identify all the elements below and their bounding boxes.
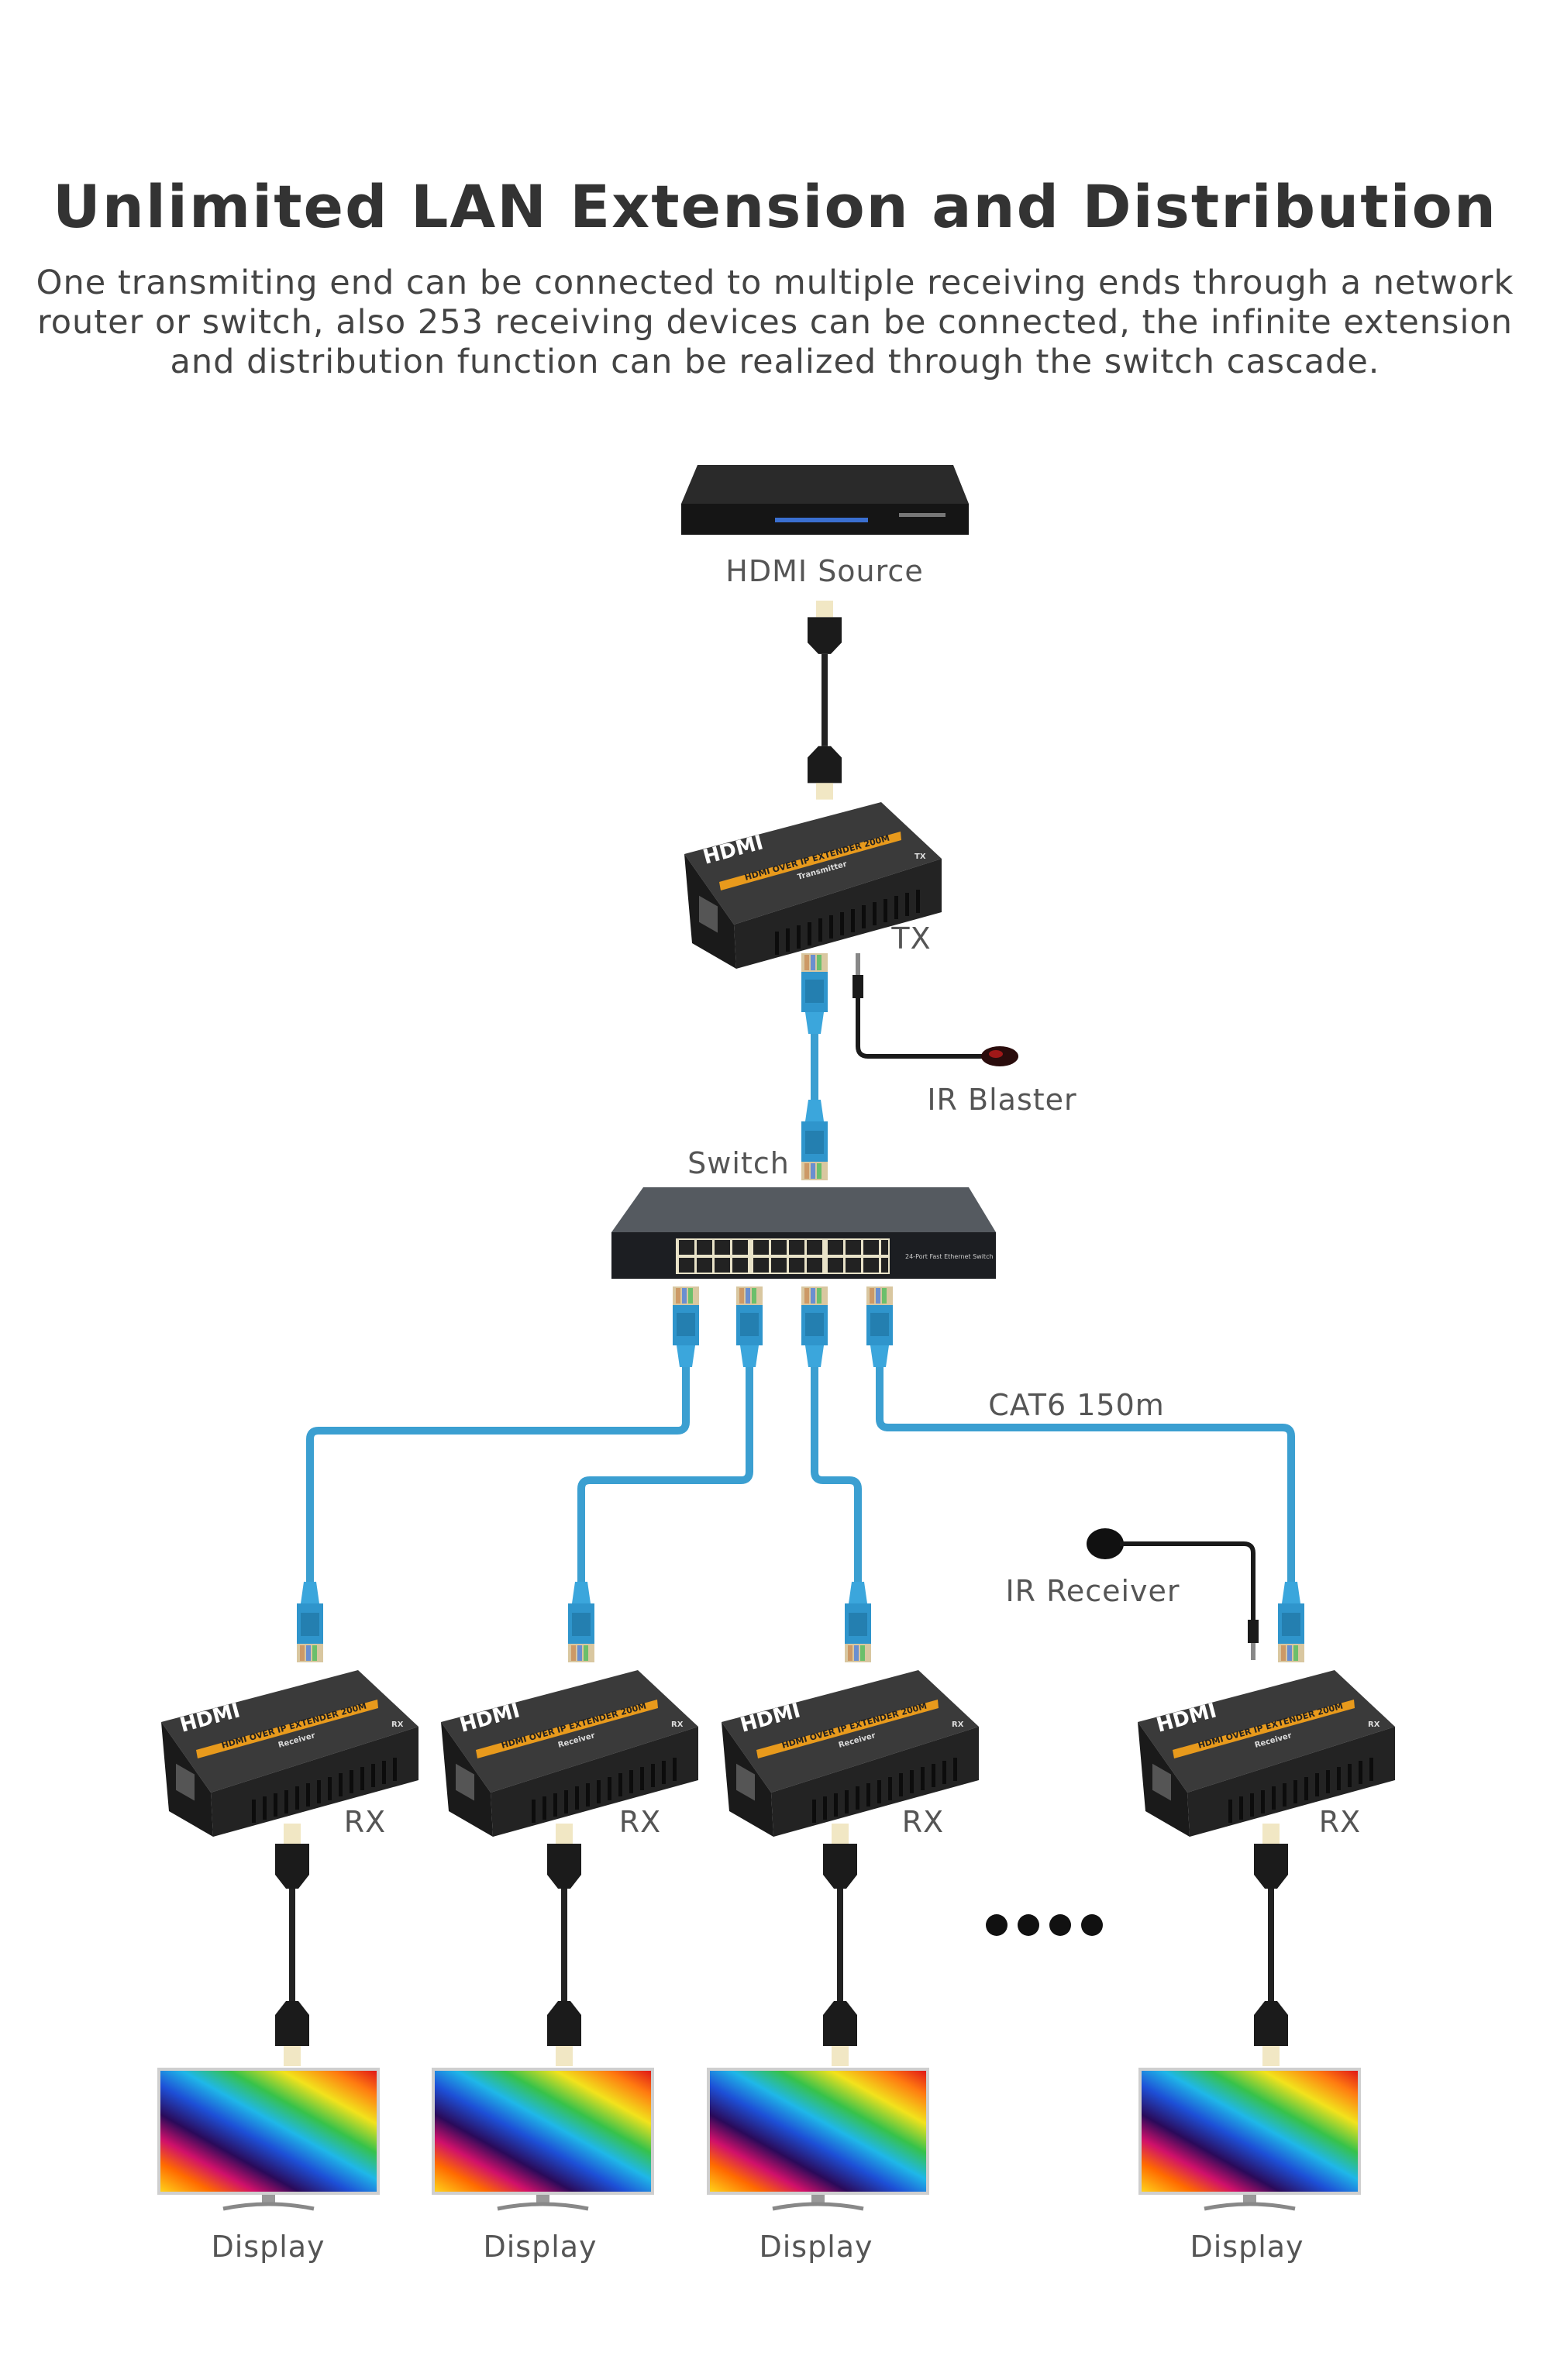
rj45-plug [845, 1582, 871, 1662]
device-mark: RX [671, 1720, 684, 1729]
display-monitor [432, 2068, 654, 2209]
hdmi-cable [823, 1824, 857, 2066]
network-cable [876, 1364, 1295, 1585]
display-monitor [157, 2068, 380, 2209]
description-line: router or switch, also 253 receiving dev… [37, 303, 1513, 342]
network-switch: 24-Port Fast Ethernet Switch [611, 1187, 996, 1279]
switch-label: Switch [687, 1146, 790, 1180]
rj45-plug [866, 1286, 893, 1367]
hdmi-cable [547, 1824, 581, 2066]
rx-label: RX [344, 1805, 386, 1839]
hdmi-source-device [681, 465, 969, 535]
display-label: Display [759, 2230, 873, 2264]
cable-label: CAT6 150m [988, 1388, 1165, 1422]
network-cable [306, 1364, 690, 1585]
tx-transmitter-device: HDMI HDMI OVER IP EXTENDER 200M Transmit… [684, 802, 942, 969]
hdmi-cable [275, 1824, 309, 2066]
ir-blaster-label: IR Blaster [927, 1083, 1076, 1117]
more-devices-ellipsis [986, 1914, 1103, 1936]
hdmi-source-label: HDMI Source [725, 554, 923, 588]
display-monitor [707, 2068, 929, 2209]
rx-label: RX [1319, 1805, 1361, 1839]
rj45-plug [297, 1582, 323, 1662]
device-mark: RX [1368, 1720, 1380, 1729]
hdmi-cable [808, 601, 842, 800]
rj45-plug [736, 1286, 763, 1367]
rx-label: RX [902, 1805, 944, 1839]
network-cable [577, 1364, 753, 1585]
ir-receiver [1087, 1528, 1259, 1660]
display-label: Display [1190, 2230, 1304, 2264]
rj45-plug [1278, 1582, 1304, 1662]
rj45-plug [568, 1582, 594, 1662]
description-line: One transmiting end can be connected to … [36, 263, 1514, 302]
hdmi-cable [1254, 1824, 1288, 2066]
tx-label: TX [890, 921, 931, 956]
rx-label: RX [619, 1805, 661, 1839]
display-monitor [1138, 2068, 1361, 2209]
display-label: Display [483, 2230, 597, 2264]
description-line: and distribution function can be realize… [170, 343, 1380, 381]
rj45-plug [673, 1286, 699, 1367]
ir-blaster [852, 953, 1018, 1066]
device-mark: RX [952, 1720, 964, 1729]
network-cable [811, 1364, 862, 1585]
page-title: Unlimited LAN Extension and Distribution [53, 172, 1497, 241]
rj45-plug [801, 953, 828, 1034]
rj45-plug [801, 1286, 828, 1367]
device-mark: RX [391, 1720, 404, 1729]
ir-receiver-label: IR Receiver [1005, 1574, 1180, 1608]
switch-model-print: 24-Port Fast Ethernet Switch [905, 1253, 994, 1260]
display-label: Display [211, 2230, 325, 2264]
device-mark: TX [914, 852, 926, 861]
rj45-plug [801, 1100, 828, 1180]
